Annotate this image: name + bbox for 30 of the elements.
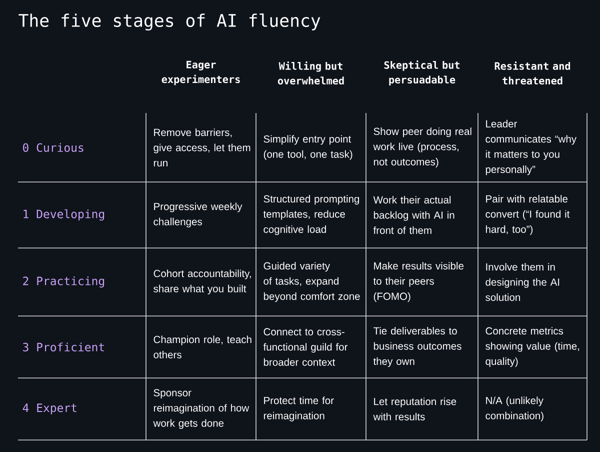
table-cell: Champion role, teach others	[154, 336, 252, 358]
row-header: 3 Proficient	[23, 342, 104, 352]
column-header: Resistant and threatened	[494, 61, 570, 85]
table-cell: Protect time for reimagination	[264, 396, 334, 422]
table-cell: Make results visible to their peers (FOMO)	[373, 262, 464, 302]
table-cell: Show peer doing real work live (process, not outcomes)	[373, 128, 472, 168]
table-cell: Let reputation rise with results	[373, 398, 456, 420]
table-cell: Leader communicates “why it matters to you personally”	[486, 120, 577, 176]
table-cell: Work their actual backlog with AI in front of them	[373, 196, 454, 234]
table-cell: Involve them in designing the AI solution	[486, 263, 560, 301]
row-header: 0 Curious	[23, 143, 84, 152]
table-cell: Structured prompting templates, reduce cognitive load	[263, 195, 360, 235]
table-cell: Cohort accountability, share what you built	[154, 270, 251, 294]
column-header: Willing but overwhelmed	[278, 61, 344, 85]
row-header: 2 Practicing	[23, 276, 104, 288]
title: The five stages of AI fluency	[18, 14, 320, 30]
row-header: 1 Developing	[24, 209, 104, 221]
row-header: 4 Expert	[22, 404, 76, 414]
table-cell: Sponsor reimagination of how work gets done	[153, 389, 250, 429]
column-header: Skeptical but persuadable	[384, 60, 460, 86]
table-cell: Remove barriers, give access, let them run	[154, 128, 250, 166]
table-cell: Progressive weekly challenges	[154, 202, 242, 228]
table-cell: Guided variety of tasks, expand beyond comfort zone	[264, 262, 360, 302]
table-cell: N/A (unlikely combination)	[486, 396, 544, 422]
column-header: Eager experimenters	[162, 60, 240, 86]
table-cell: Concrete metrics showing value (time, quality)	[486, 327, 580, 367]
table-cell: Simplify entry point (one tool, one task)	[264, 135, 352, 160]
table-cell: Connect to cross-functional guild for broader context	[263, 328, 348, 366]
table-cell: Tie deliverables to business outcomes they own	[373, 327, 462, 367]
table-cell: Pair with relatable convert (“I found it hard, too”)	[486, 195, 570, 235]
